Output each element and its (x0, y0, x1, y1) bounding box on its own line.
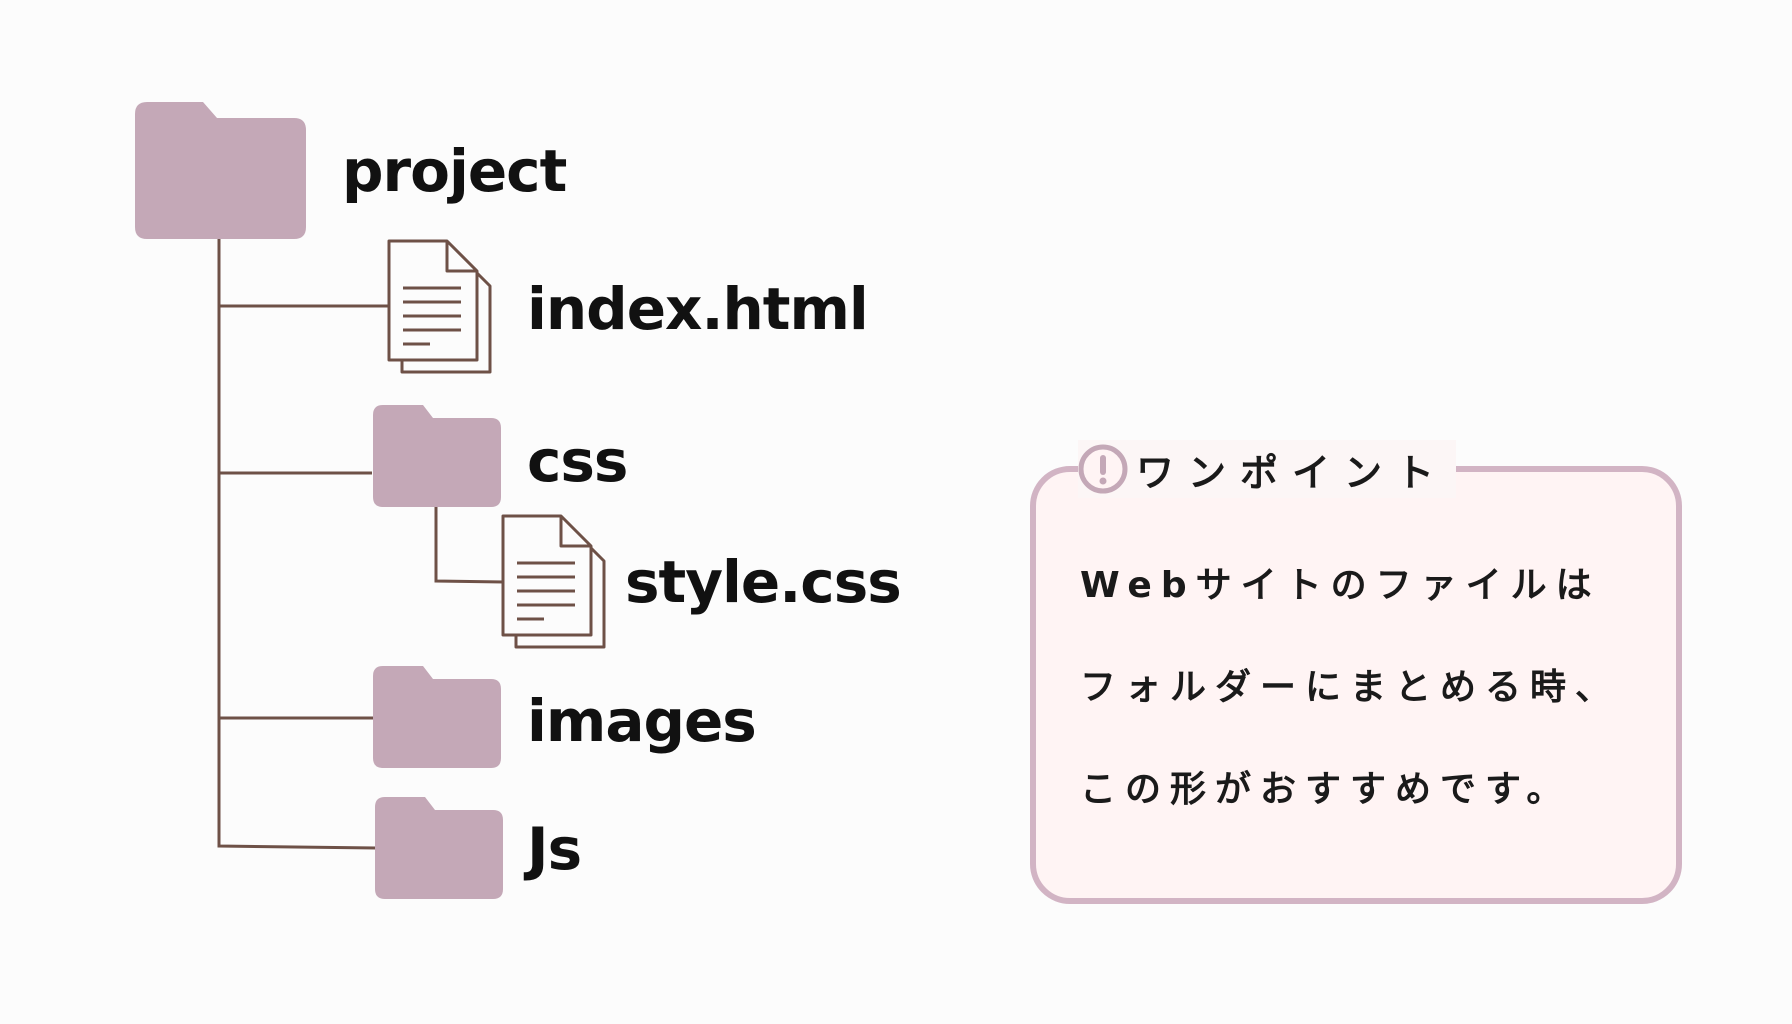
tip-line-3: この形がおすすめです。 (1080, 769, 1572, 810)
index-html-label: index.html (527, 275, 869, 343)
images-label: images (527, 687, 757, 755)
css-label: css (527, 427, 628, 495)
tip-title: ワンポイント (1136, 450, 1449, 495)
style-css-label: style.css (625, 548, 902, 616)
tip-header: ワンポイント (1078, 440, 1457, 498)
project-label: project (342, 137, 567, 205)
js-label: Js (527, 815, 582, 883)
connector-trunk (217, 236, 377, 850)
connector-style-css (434, 506, 505, 584)
index-html-document-icon (387, 239, 492, 374)
project-folder-icon (135, 102, 306, 239)
images-folder-icon (373, 666, 501, 768)
css-folder-icon (373, 405, 501, 507)
exclamation-icon (1078, 444, 1128, 494)
tip-line-2: フォルダーにまとめる時、 (1080, 667, 1621, 708)
tip-line-1: Webサイトのファイルは (1080, 565, 1601, 606)
js-folder-icon (375, 797, 503, 899)
style-css-document-icon (501, 514, 606, 649)
